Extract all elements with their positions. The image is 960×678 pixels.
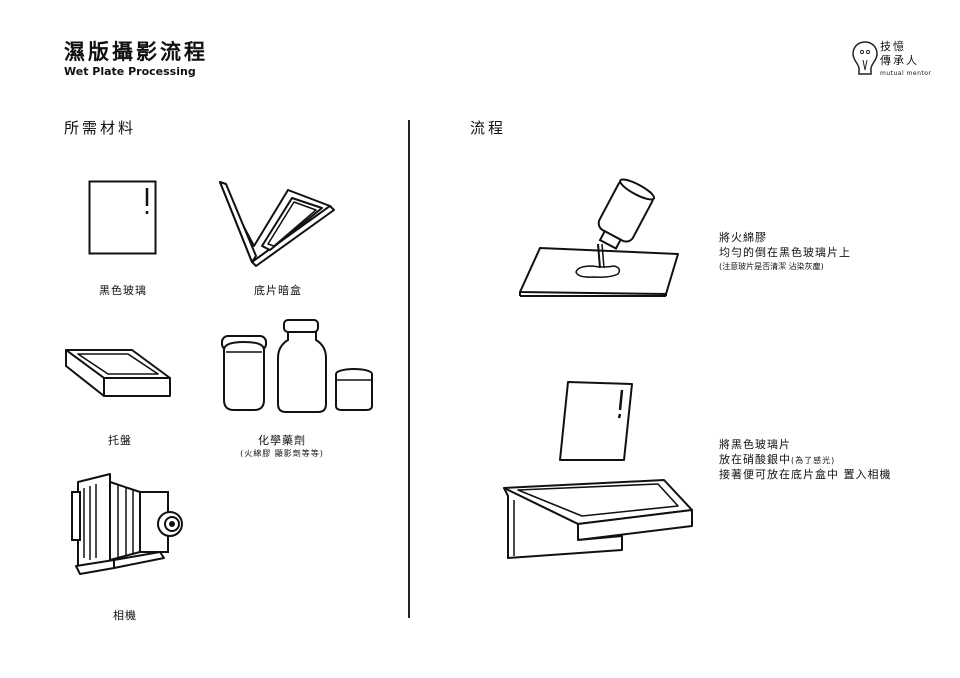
step2-line3: 接著便可放在底片盒中 置入相機 xyxy=(719,468,892,481)
step2-line2: 放在硝酸銀中(為了感光) xyxy=(719,452,835,468)
logo-name-line1: 技憶 xyxy=(880,40,906,53)
process-heading: 流程 xyxy=(470,119,507,137)
material-label-black-glass: 黑色玻璃 xyxy=(99,284,147,297)
page-title: 濕版攝影流程 xyxy=(64,40,208,64)
logo-subtitle: mutual mentor xyxy=(880,70,932,77)
logo-name-line2: 傳承人 xyxy=(880,54,919,67)
pour-collodion-icon xyxy=(519,178,679,297)
camera-icon xyxy=(71,473,183,575)
material-label-camera: 相機 xyxy=(113,609,137,622)
lightbulb-icon xyxy=(852,41,878,75)
step2-line1: 將黑色玻璃片 xyxy=(719,438,791,451)
tray-icon xyxy=(65,349,171,397)
material-note-chemicals: (火綿膠 顯影劑等等) xyxy=(240,449,324,458)
film-holder-icon xyxy=(219,181,335,267)
column-divider xyxy=(408,120,410,618)
material-label-chemicals: 化學藥劑 xyxy=(258,434,306,447)
step1-line3: (注意玻片是否清潔 沾染灰塵) xyxy=(719,262,824,271)
step2-line2-main: 放在硝酸銀中 xyxy=(719,453,791,466)
material-label-film-holder: 底片暗盒 xyxy=(254,284,302,297)
step2-line2-note: (為了感光) xyxy=(791,456,836,465)
step1-line1: 將火綿膠 xyxy=(719,231,767,244)
material-label-tray: 托盤 xyxy=(108,434,132,447)
black-glass-plate-icon xyxy=(88,180,157,255)
step1-line2: 均勻的倒在黑色玻璃片上 xyxy=(719,246,851,259)
chemical-bottles-icon xyxy=(221,319,373,413)
materials-heading: 所需材料 xyxy=(64,119,137,137)
page-subtitle: Wet Plate Processing xyxy=(64,65,196,78)
silver-bath-icon xyxy=(503,381,693,559)
